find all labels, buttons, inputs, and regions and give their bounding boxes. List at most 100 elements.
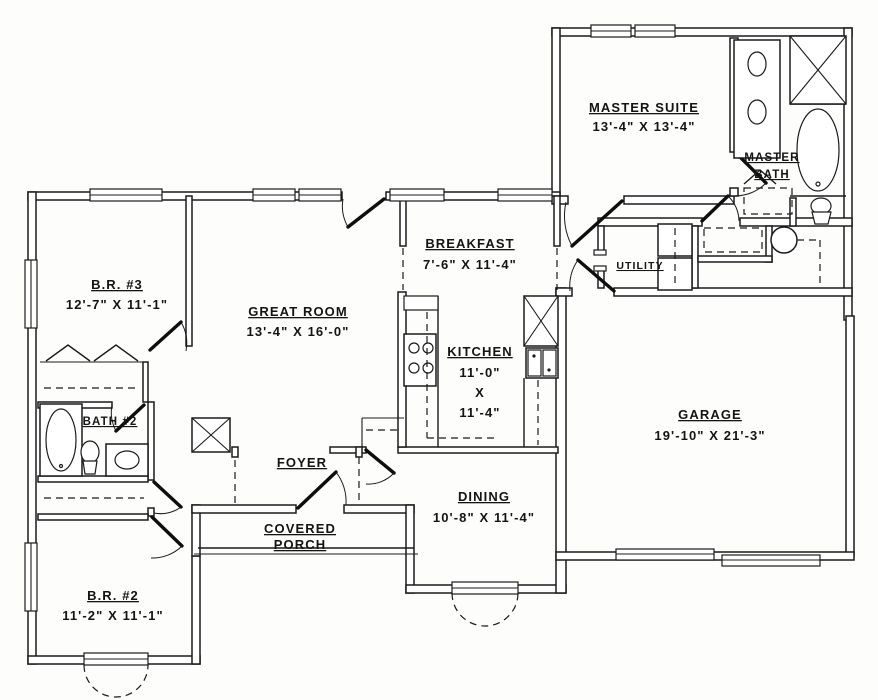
wall [623,195,735,205]
window [298,188,342,202]
garage-entry-door [569,258,616,293]
water-heater [770,226,821,286]
dining-door [364,448,396,485]
master-vanity-double-sink [733,39,781,159]
master-toilet [810,197,832,225]
windows [24,24,821,698]
bath2-bathtub [39,403,83,477]
wall [551,27,561,197]
window [634,24,676,38]
porch-edge [194,547,418,555]
utility-door-jambs [593,249,607,272]
br2-door [150,515,184,559]
br3-door [148,320,188,352]
window [24,542,38,612]
room-label-br2: B.R. #2 [87,588,139,603]
room-dims-garage: 19'-10" X 21'-3" [654,428,765,443]
br3-closet-bifold-doors [45,344,139,362]
window [89,188,163,202]
room-dims-master-suite: 13'-4" X 13'-4" [593,119,696,134]
room-dims-br3: 12'-7" X 11'-1" [66,297,168,312]
master-bathtub [796,108,840,192]
window [252,188,296,202]
wall [729,187,739,197]
wall [613,287,853,297]
room-label-dining: DINING [458,489,510,504]
room-dims-dining: 10'-8" X 11'-4" [433,510,535,525]
wall [231,446,239,458]
kitchen-counter-left [403,295,498,447]
bay-window-br2 [83,652,149,698]
room-dims-br2: 11'-2" X 11'-1" [62,608,164,623]
wall [191,555,201,665]
kitchen-sink [525,347,559,379]
washer-dryer [657,223,693,291]
linen-closet [743,187,793,215]
hvac-closet [191,417,231,453]
room-label-kitchen: KITCHEN [447,344,512,359]
bath2-vanity-sink [105,443,149,477]
room-dims-great-room: 13'-4" X 16'-0" [247,324,350,339]
room-label-porch-1: COVERED [264,521,336,536]
room-dims-kitchen-x: X [475,385,485,400]
wall [185,195,193,347]
fixtures [39,35,847,499]
front-door [296,470,347,510]
master-suite-door [563,199,624,248]
room-label-great-room: GREAT ROOM [248,304,348,319]
wall [343,504,415,514]
hall-closet-door [700,194,740,223]
garage-door [721,554,821,567]
room-labels: MASTER SUITE 13'-4" X 13'-4" MASTER BATH… [62,100,799,623]
room-label-garage: GARAGE [678,407,742,422]
wall [405,504,415,594]
bath2-door [110,403,146,433]
interior-walls [37,37,853,521]
doors [45,150,777,559]
room-label-bath2: BATH #2 [83,416,138,428]
wall [845,315,855,557]
wall [37,475,149,483]
wall [789,197,797,227]
wall [691,225,699,289]
bath2-toilet [80,440,100,475]
room-label-br3: B.R. #3 [91,277,143,292]
wall [37,513,149,521]
window [497,188,553,202]
master-shower [789,35,847,105]
br2-closet-door [152,480,183,515]
great-room-back-door [341,197,386,229]
room-dims-kitchen-w: 11'-0" [459,365,500,380]
window [590,24,632,38]
wall [191,504,297,514]
hall-closet-shelf [703,227,763,253]
room-label-master-suite: MASTER SUITE [589,100,699,115]
room-label-foyer: FOYER [277,455,327,470]
kitchen-stove [403,333,437,387]
kitchen-counter-right [523,378,539,447]
garage-door [615,548,715,561]
room-label-master-bath-2: BATH [754,169,790,181]
linen-closet-bifold-door [743,169,777,185]
bay-window-dining [451,581,519,627]
room-dims-kitchen-l: 11'-4" [459,405,500,420]
room-label-porch-2: PORCH [274,537,326,552]
room-dims-breakfast: 7'-6" X 11'-4" [423,257,517,272]
wall [553,195,561,247]
window [24,259,38,329]
wall [147,401,155,481]
room-label-master-bath-1: MASTER [744,152,799,164]
room-label-breakfast: BREAKFAST [425,236,514,251]
wall [397,446,559,454]
wall [697,255,773,263]
wall [555,287,573,297]
wall [147,507,155,517]
wall [142,361,149,403]
wall [399,195,407,247]
room-label-utility: UTILITY [616,260,663,272]
wall [355,446,363,458]
kitchen-refrigerator [523,295,559,347]
cased-openings [234,248,558,503]
